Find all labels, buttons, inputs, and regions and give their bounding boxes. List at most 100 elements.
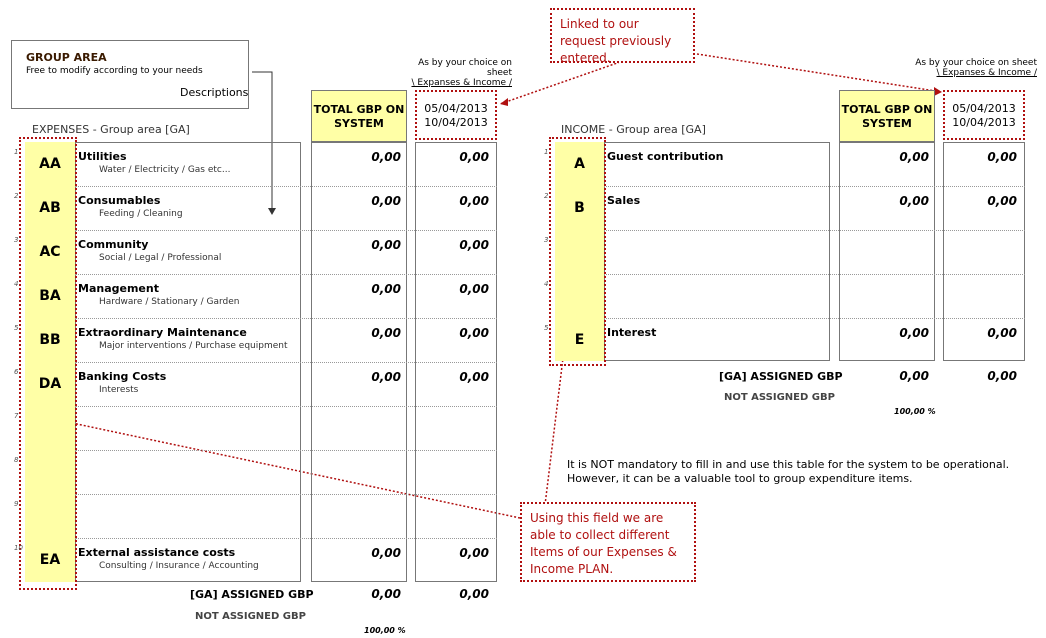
group-area-title: GROUP AREA [26,51,107,64]
row-period-value: 0,00 [459,370,489,384]
choice-note-right-link[interactable]: \ Expanses & Income / [936,68,1037,78]
row-title[interactable]: Consumables [78,194,161,207]
row-title[interactable]: Interest [607,326,657,339]
group-code-cell[interactable]: BA [39,288,61,304]
row-title[interactable]: External assistance costs [78,546,236,559]
expenses-assigned-total: 0,00 [371,587,401,601]
row-subtitle: Interests [99,385,139,395]
group-code-cell[interactable]: AA [39,156,61,172]
income-period-column [943,142,1025,361]
row-divider [75,274,497,275]
expenses-code-highlight [19,137,77,590]
row-subtitle: Consulting / Insurance / Accounting [99,561,259,571]
info-note: It is NOT mandatory to fill in and use t… [567,458,1037,486]
row-title[interactable]: Banking Costs [78,370,167,383]
row-total-value: 0,00 [371,194,401,208]
row-divider [75,318,497,319]
group-code-cell[interactable]: EA [39,552,61,568]
row-number: 9 [14,500,19,508]
income-assigned-total: 0,00 [899,369,929,383]
row-number: 5 [14,324,19,332]
expenses-date-to: 10/04/2013 [424,116,488,129]
row-total-value: 0,00 [371,282,401,296]
income-percent: 100,00 % [894,407,936,416]
row-number: 8 [14,456,19,464]
row-number: 7 [14,412,19,420]
expenses-header: EXPENSES - Group area [GA] [32,123,190,136]
row-period-value: 0,00 [987,194,1017,208]
group-code-cell[interactable]: B [574,200,585,216]
row-divider [75,494,497,495]
row-total-value: 0,00 [371,546,401,560]
row-number: 4 [544,280,549,288]
row-divider [604,186,1025,187]
row-period-value: 0,00 [987,326,1017,340]
row-number: 3 [14,236,19,244]
group-code-cell[interactable]: E [574,332,585,348]
choice-note-left-link[interactable]: \ Expanses & Income / [411,78,512,88]
row-subtitle: Hardware / Stationary / Garden [99,297,240,307]
row-number: 3 [544,236,549,244]
group-code-cell[interactable]: DA [38,376,62,392]
group-code-cell[interactable]: AB [39,200,61,216]
row-divider [75,362,497,363]
choice-note-right: As by your choice on sheet \ Expanses & … [915,58,1037,78]
income-code-column [555,142,604,361]
row-divider [604,230,1025,231]
row-number: 1 [14,148,19,156]
callout-collect-items: Using this field we are able to collect … [520,502,696,582]
info-note-line2: However, it can be a valuable tool to gr… [567,472,913,485]
expenses-assigned-label: [GA] ASSIGNED GBP [190,588,314,601]
row-divider [604,274,1025,275]
row-number: 4 [14,280,19,288]
income-total-column [839,142,935,361]
row-total-value: 0,00 [371,238,401,252]
expenses-dates: 05/04/2013 10/04/2013 [415,90,497,140]
income-total-header-label: TOTAL GBP ON SYSTEM [841,103,933,130]
expenses-total-header-label: TOTAL GBP ON SYSTEM [313,103,405,130]
choice-note-right-line1: As by your choice on sheet [915,58,1037,68]
row-title[interactable]: Sales [607,194,641,207]
expenses-assigned-period: 0,00 [459,587,489,601]
income-header: INCOME - Group area [GA] [561,123,706,136]
row-number: 10 [14,544,23,552]
row-period-value: 0,00 [459,238,489,252]
choice-note-left: As by your choice on sheet \ Expanses & … [392,58,512,88]
income-dates: 05/04/2013 10/04/2013 [943,90,1025,140]
expenses-date-from: 05/04/2013 [424,102,488,115]
row-total-value: 0,00 [899,150,929,164]
row-divider [75,230,497,231]
row-subtitle: Social / Legal / Professional [99,253,222,263]
row-title[interactable]: Guest contribution [607,150,724,163]
income-assigned-period: 0,00 [987,369,1017,383]
income-total-header: TOTAL GBP ON SYSTEM [839,90,935,142]
row-divider [75,450,497,451]
row-title[interactable]: Management [78,282,159,295]
group-area-legend: GROUP AREA Free to modify according to y… [11,40,249,109]
callout-linked-request: Linked to our request previously entered… [550,8,695,65]
row-title[interactable]: Extraordinary Maintenance [78,326,247,339]
row-title[interactable]: Community [78,238,149,251]
row-divider [75,186,497,187]
income-date-to: 10/04/2013 [952,116,1016,129]
row-period-value: 0,00 [459,150,489,164]
expenses-percent: 100,00 % [364,626,406,635]
row-period-value: 0,00 [987,150,1017,164]
income-date-from: 05/04/2013 [952,102,1016,115]
row-total-value: 0,00 [899,326,929,340]
income-not-assigned-label: NOT ASSIGNED GBP [724,392,835,403]
row-total-value: 0,00 [899,194,929,208]
row-number: 2 [14,192,19,200]
row-title[interactable]: Utilities [78,150,127,163]
group-code-cell[interactable]: A [574,156,585,172]
row-divider [75,406,497,407]
row-total-value: 0,00 [371,150,401,164]
group-area-subtitle: Free to modify according to your needs [26,66,203,76]
income-assigned-label: [GA] ASSIGNED GBP [719,370,843,383]
choice-note-left-line1: As by your choice on sheet [418,58,512,78]
income-code-highlight [549,137,606,366]
group-code-cell[interactable]: AC [39,244,61,260]
row-divider [75,538,497,539]
row-number: 2 [544,192,549,200]
group-code-cell[interactable]: BB [39,332,61,348]
